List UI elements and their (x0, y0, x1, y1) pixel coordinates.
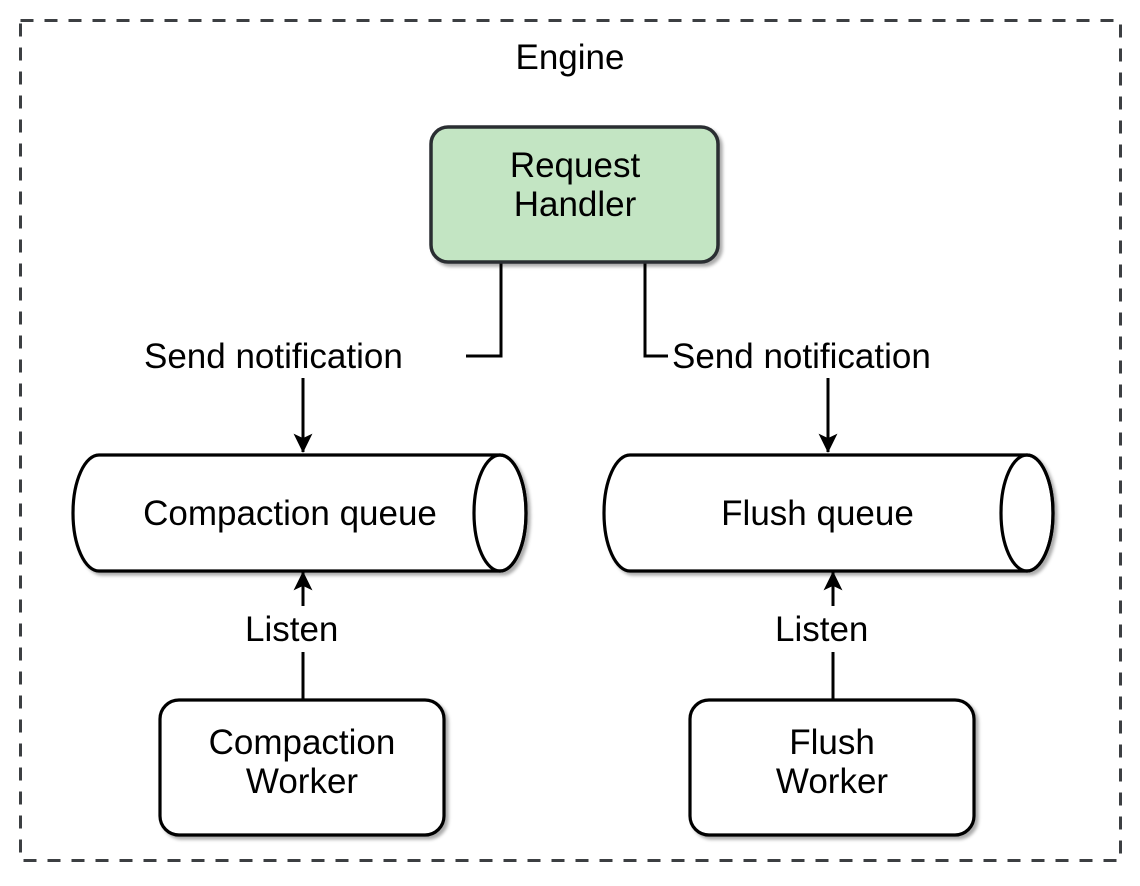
edge-label-send-notification-left: Send notification (140, 337, 407, 377)
node-flush-worker[interactable] (688, 698, 976, 837)
edge-label-listen-left: Listen (241, 610, 343, 650)
node-compaction-queue[interactable] (71, 453, 528, 573)
edge-request-handler-to-flush-queue (643, 262, 838, 453)
node-compaction-worker[interactable] (158, 698, 446, 837)
node-flush-queue[interactable] (602, 453, 1055, 573)
node-request-handler[interactable] (429, 125, 720, 264)
engine-container-border (19, 19, 1122, 862)
edge-label-listen-right: Listen (771, 610, 873, 650)
edge-label-send-notification-right: Send notification (668, 337, 935, 377)
edge-request-handler-to-compaction-queue (293, 262, 503, 453)
